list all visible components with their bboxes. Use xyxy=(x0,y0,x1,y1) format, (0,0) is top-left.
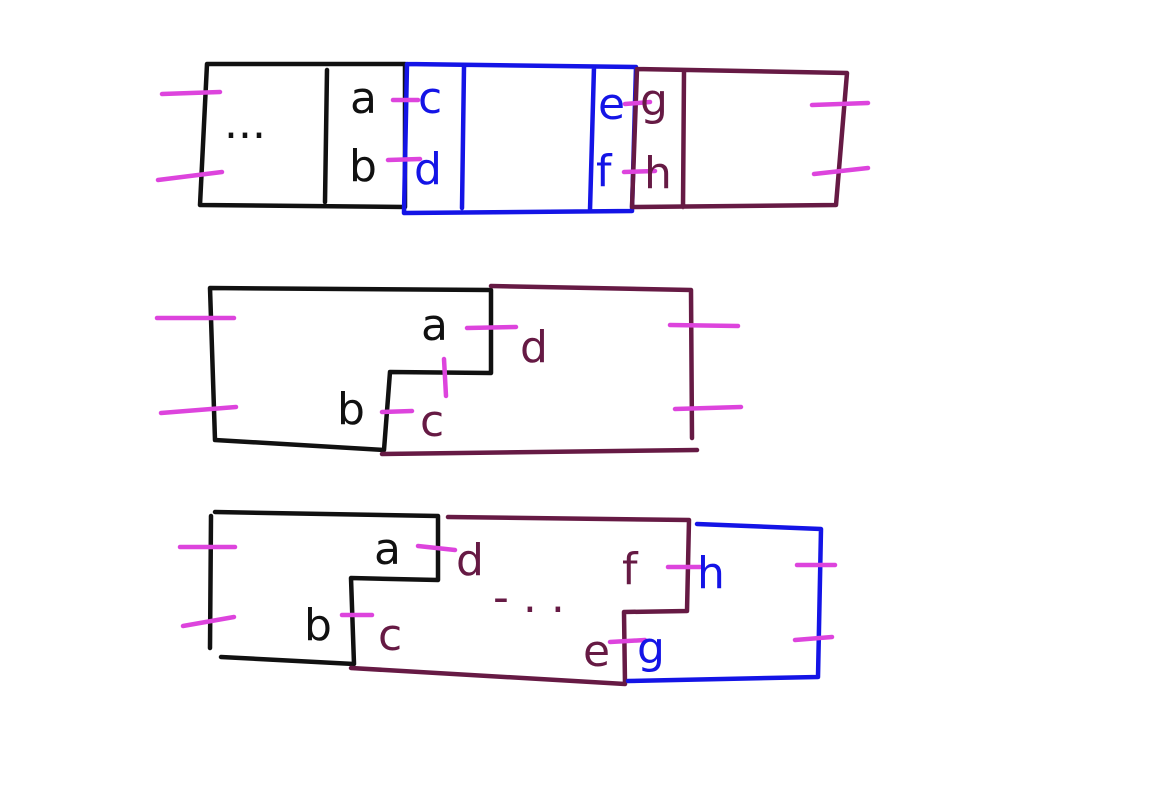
d2-tick-ac xyxy=(441,356,449,399)
d3-tick-right-bottom xyxy=(792,634,835,643)
d3-tick-ad xyxy=(415,543,458,553)
d2-label-d: d xyxy=(520,322,548,373)
d1-label-b: b xyxy=(349,141,377,192)
d2-purple-box xyxy=(379,283,700,457)
d1-tick-fh xyxy=(621,168,658,175)
d3-label-b: b xyxy=(304,600,332,651)
d3-label-f: f xyxy=(622,544,639,595)
d3-blue-box xyxy=(625,521,824,684)
d2-tick-bc xyxy=(379,408,415,415)
d1-label-e: e xyxy=(598,79,625,130)
diagram-3: a b c d - . . e f g h xyxy=(177,509,838,687)
d1-label-d: d xyxy=(414,144,442,195)
d2-label-b: b xyxy=(337,384,365,435)
d1-label-c: c xyxy=(418,73,442,124)
d1-tick-left-bottom xyxy=(155,169,225,183)
diagram-2: a b c d xyxy=(154,283,744,457)
d1-tick-right-top xyxy=(809,100,871,108)
d1-tick-left-top xyxy=(159,89,223,97)
d2-tick-left-bottom xyxy=(158,404,239,416)
d2-black-box xyxy=(207,285,494,453)
d1-blue-box xyxy=(401,61,639,216)
d2-label-a: a xyxy=(421,300,448,351)
d3-dots-label: - . . xyxy=(493,572,565,623)
d2-tick-right-top xyxy=(667,322,741,329)
d1-dots-label: ... xyxy=(224,98,266,149)
d3-label-h: h xyxy=(697,548,725,599)
d1-tick-bd xyxy=(385,156,423,163)
diagram-1: ... a b c d e f g h xyxy=(155,61,871,216)
d3-label-c: c xyxy=(378,610,402,661)
d3-label-d: d xyxy=(456,535,484,586)
d1-tick-eg xyxy=(622,99,653,107)
d3-black-box xyxy=(207,509,441,667)
d1-label-g: g xyxy=(640,75,668,126)
d3-tick-eg xyxy=(607,637,648,645)
d3-label-a: a xyxy=(374,524,401,575)
d3-label-g: g xyxy=(637,623,665,674)
d2-tick-right-bottom xyxy=(672,404,744,412)
d1-label-a: a xyxy=(350,73,377,124)
d2-label-c: c xyxy=(420,396,444,447)
d2-tick-ad xyxy=(464,324,519,331)
d3-label-e: e xyxy=(583,626,610,677)
d1-label-h: h xyxy=(644,148,672,199)
d3-tick-left-bottom xyxy=(180,614,237,629)
d1-purple-box xyxy=(629,66,850,210)
d1-label-f: f xyxy=(596,146,613,197)
d1-tick-right-bottom xyxy=(811,165,871,177)
d3-purple-box xyxy=(348,514,692,687)
